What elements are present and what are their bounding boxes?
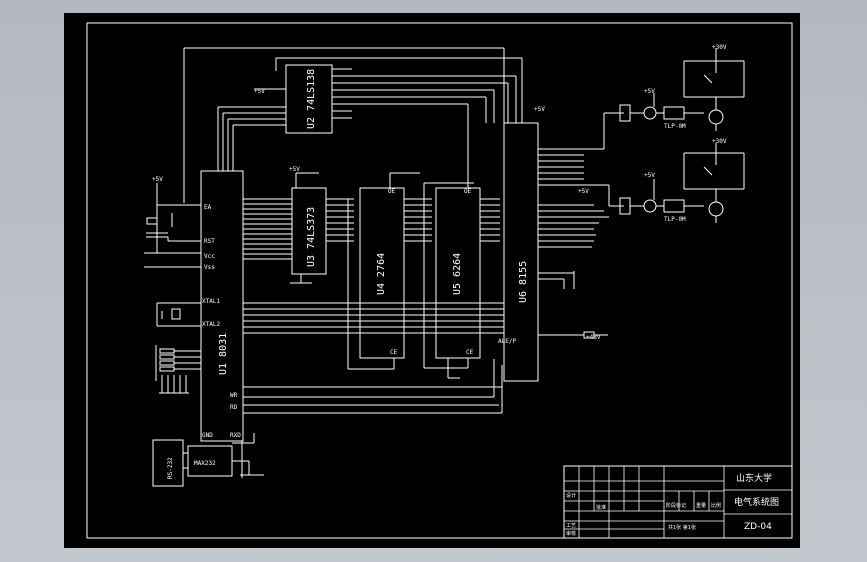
title-block-school: 山东大学: [736, 472, 772, 484]
driver-2-wires: [619, 143, 745, 223]
pin-wr: WR: [230, 392, 238, 399]
crystal-circuit: [156, 302, 201, 327]
u1-control-lines: [243, 359, 503, 414]
rs232-wires: [183, 433, 264, 478]
u3-outputs: [290, 172, 354, 284]
pin-rst: RST: [204, 238, 215, 245]
pin-rd: RD: [230, 404, 238, 411]
title-block-scale: 比例: [711, 502, 721, 509]
supply-label-u6b: +5V: [578, 188, 589, 195]
chip-u2-body: [285, 64, 333, 134]
u5-pin-oe: OE: [464, 188, 472, 195]
title-block-drawing-no: ZD-04: [744, 522, 772, 532]
pin-gnd: GND: [202, 432, 213, 439]
driver-1-5v: +5V: [644, 88, 655, 95]
pin-ale: ALE/P: [498, 338, 516, 345]
chip-u3[interactable]: U3 74LS373 +5V: [289, 166, 354, 284]
title-block-grid: [564, 466, 792, 538]
supply-label-48v: +48V: [586, 334, 601, 341]
chip-u3-label: U3 74LS373: [306, 207, 317, 267]
chip-u6-body: [503, 122, 539, 382]
title-block-process: 工艺: [566, 523, 576, 529]
chip-u6[interactable]: U6 8155: [498, 106, 624, 382]
pin-xtal1: XTAL1: [202, 298, 220, 305]
title-block-sheet: 共1张 第1张: [668, 524, 696, 531]
rs232-connector: [152, 439, 184, 487]
u5-pin-ce: CE: [466, 349, 474, 356]
u6-port-a: [538, 112, 624, 207]
chip-u1[interactable]: U1 8031: [200, 170, 504, 442]
driver-2-opto: TLP-0M: [664, 216, 686, 223]
chip-u1-label: U1 8031: [218, 333, 229, 375]
pin-vcc: Vcc: [204, 253, 215, 260]
title-block-frame: [563, 465, 793, 539]
chip-u5-body: [435, 187, 481, 359]
title-block-stage: 阶段标记: [666, 502, 686, 509]
driver-2-5v: +5V: [644, 172, 655, 179]
chip-u6-label: U6 8155: [518, 261, 529, 303]
pin-ea: EA: [204, 204, 212, 211]
title-block-approve: 批准: [596, 504, 606, 511]
schematic-drawing: U1 8031: [86, 22, 793, 539]
reset-circuit: [144, 183, 201, 268]
supply-label-u3: +5V: [289, 166, 300, 173]
u4-pin-ce: CE: [390, 349, 398, 356]
driver-stage-1[interactable]: +30V +5V TLP-0M: [619, 44, 745, 131]
chip-u4[interactable]: U4 2764 OE CE: [347, 172, 432, 370]
chip-u5[interactable]: U5 6264 OE CE: [423, 182, 500, 379]
supply-label-u6: +5V: [534, 106, 545, 113]
driver-2-supply: +30V: [712, 138, 727, 145]
driver-stage-2[interactable]: +30V +5V TLP-0M: [619, 138, 745, 223]
u6-port-b: [538, 204, 609, 339]
drawing-frame: [86, 22, 793, 539]
chip-u4-body: [359, 187, 405, 359]
u2-outputs: [332, 68, 517, 183]
chip-u2[interactable]: U2 74LS138: [183, 47, 523, 203]
driver-1-supply: +30V: [712, 44, 727, 51]
chip-u1-body: [200, 170, 244, 442]
u2-inputs: [183, 47, 523, 203]
u4-pin-oe: OE: [388, 188, 396, 195]
title-block-check: 审核: [566, 530, 576, 537]
chip-u5-label: U5 6264: [452, 253, 463, 295]
pin-rxd: RXD: [230, 432, 241, 439]
u5-bus: [423, 182, 500, 379]
keypad-circuit: [155, 345, 201, 394]
rs232-label: RS-232: [167, 457, 174, 479]
supply-label-u2: +5V: [254, 88, 265, 95]
drawing-sheet: U1 8031: [64, 13, 800, 548]
pin-xtal2: XTAL2: [202, 321, 220, 328]
driver-1-wires: [619, 48, 745, 131]
u1-p2-bus: [243, 302, 504, 334]
title-block-weight: 重量: [696, 502, 706, 509]
rs232-block[interactable]: RS-232 MAX232: [152, 433, 264, 487]
title-block: 山东大学 电气系统图 ZD-04 共1张 第1张 设计 工艺 审核 批准 阶段标…: [563, 465, 793, 539]
max232-label: MAX232: [194, 460, 216, 467]
supply-label-u1: +5V: [152, 176, 163, 183]
chip-u3-body: [291, 187, 327, 275]
title-block-design: 设计: [566, 492, 576, 499]
driver-1-opto: TLP-0M: [664, 123, 686, 130]
chip-u2-label: U2 74LS138: [306, 69, 317, 129]
u1-p0-bus: [243, 198, 292, 260]
u4-bus: [347, 172, 432, 370]
chip-u4-label: U4 2764: [376, 253, 387, 295]
pin-vss: Vss: [204, 264, 215, 271]
title-block-drawing-title: 电气系统图: [734, 496, 779, 508]
